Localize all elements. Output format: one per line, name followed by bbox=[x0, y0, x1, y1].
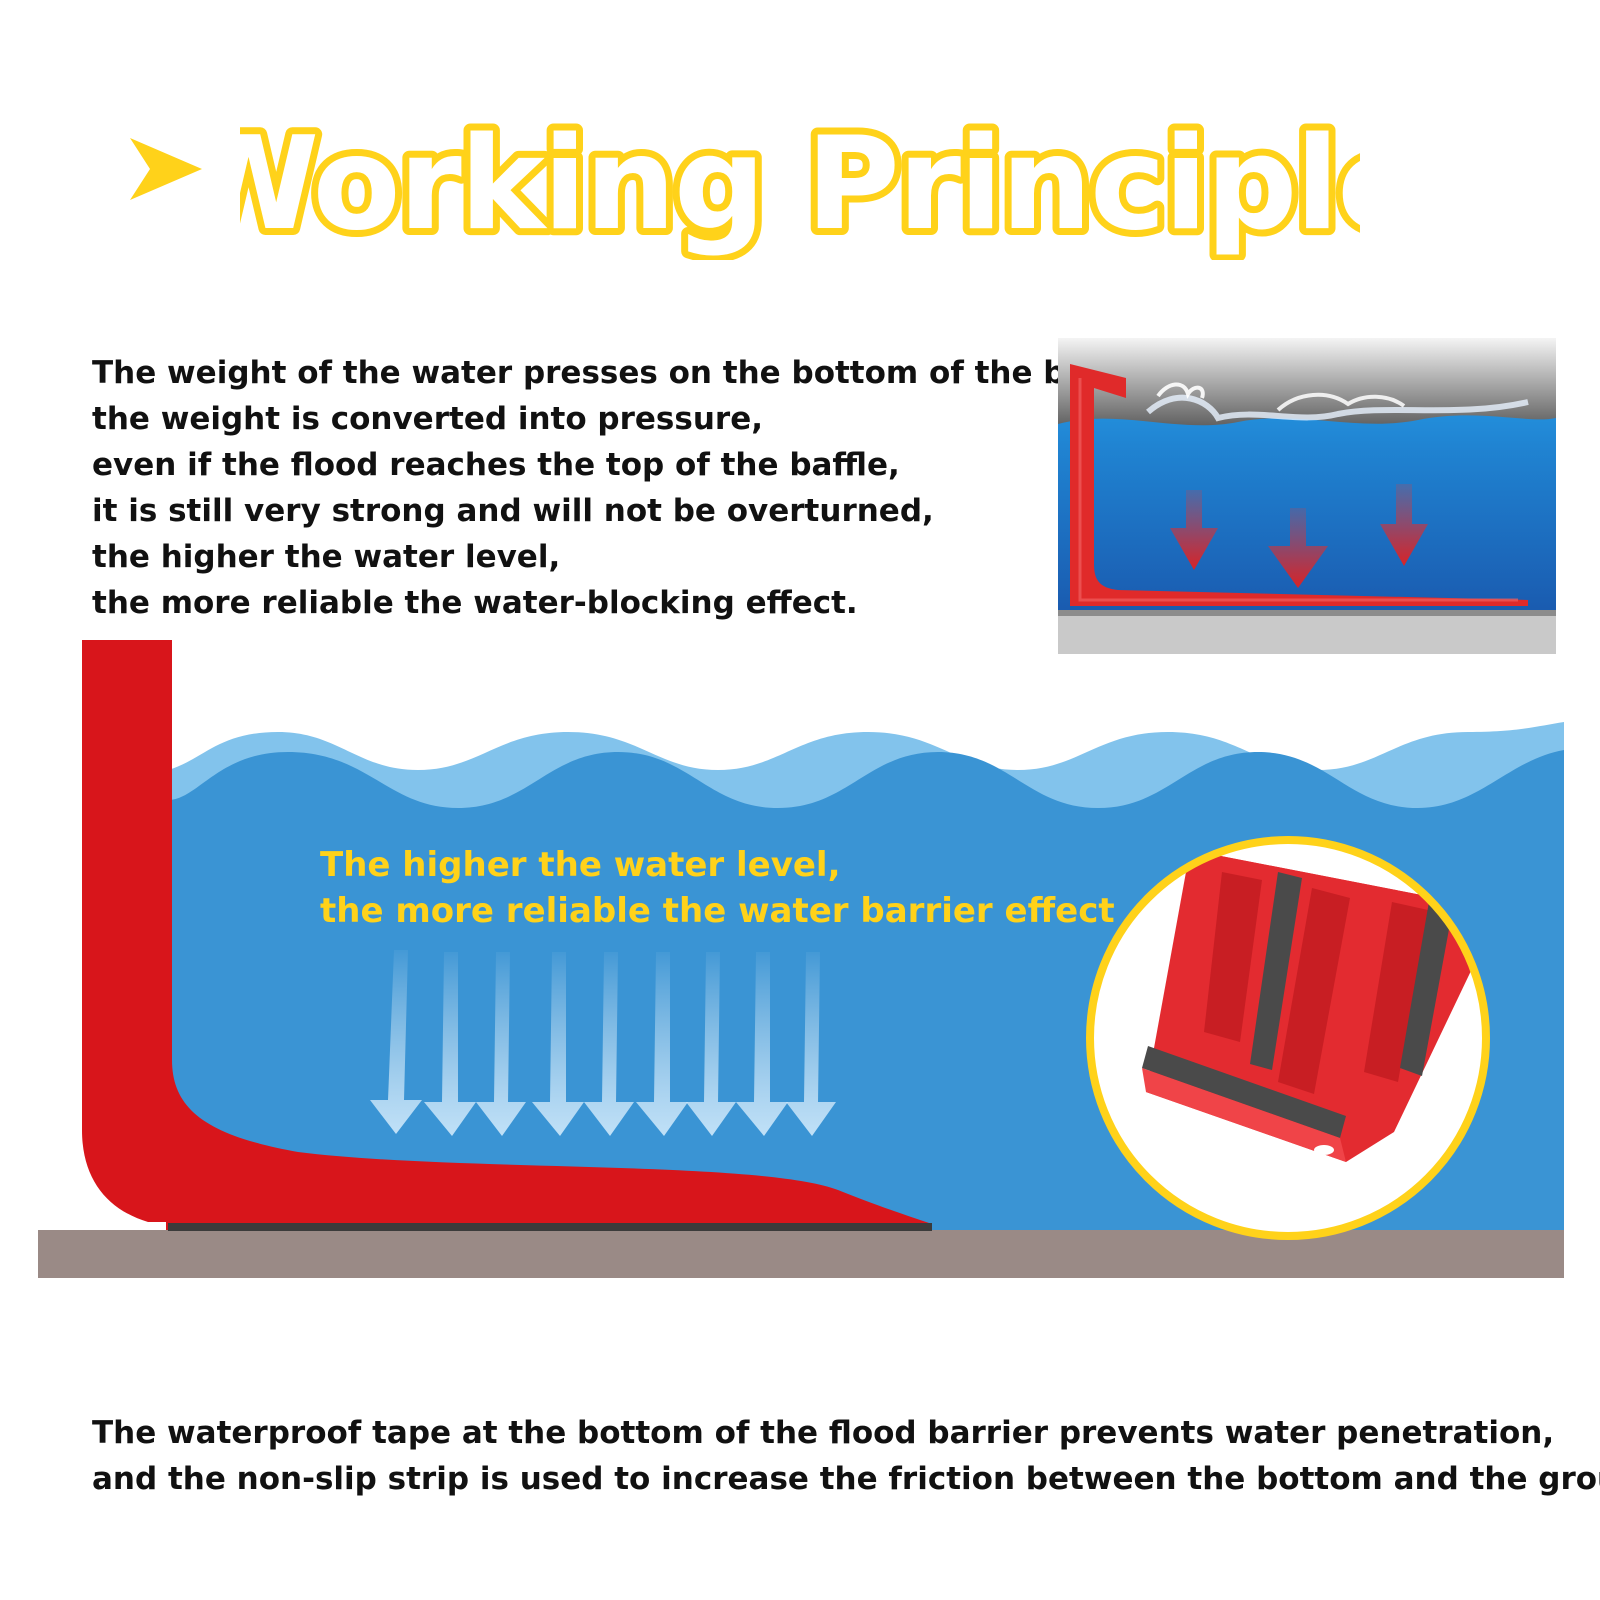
pressure-arrows bbox=[370, 950, 836, 1136]
yellow-arrowhead-icon bbox=[130, 138, 202, 200]
intro-line: the more reliable the water-blocking eff… bbox=[92, 585, 858, 621]
page-title-text: Working Principle bbox=[240, 110, 1360, 259]
intro-line: The weight of the water presses on the b… bbox=[92, 355, 1154, 391]
footer-line: and the non-slip strip is used to increa… bbox=[92, 1461, 1600, 1497]
page-title: Working Principle bbox=[240, 110, 1360, 260]
callout-line: the more reliable the water barrier effe… bbox=[320, 891, 1115, 931]
footer-paragraph: The waterproof tape at the bottom of the… bbox=[92, 1410, 1600, 1502]
intro-line: even if the flood reaches the top of the… bbox=[92, 447, 900, 483]
barrier-underside-detail bbox=[1086, 836, 1490, 1240]
pressure-arrows bbox=[1170, 484, 1428, 588]
flood-barrier bbox=[82, 640, 932, 1231]
footer-line: The waterproof tape at the bottom of the… bbox=[92, 1415, 1555, 1451]
intro-line: it is still very strong and will not be … bbox=[92, 493, 934, 529]
intro-line: the weight is converted into pressure, bbox=[92, 401, 763, 437]
intro-line: the higher the water level, bbox=[92, 539, 561, 575]
callout-text: The higher the water level, the more rel… bbox=[320, 842, 1115, 934]
barrier-water-photo bbox=[1058, 338, 1556, 654]
intro-paragraph: The weight of the water presses on the b… bbox=[92, 350, 1154, 626]
callout-line: The higher the water level, bbox=[320, 845, 841, 885]
waterproof-tape bbox=[168, 1223, 932, 1231]
